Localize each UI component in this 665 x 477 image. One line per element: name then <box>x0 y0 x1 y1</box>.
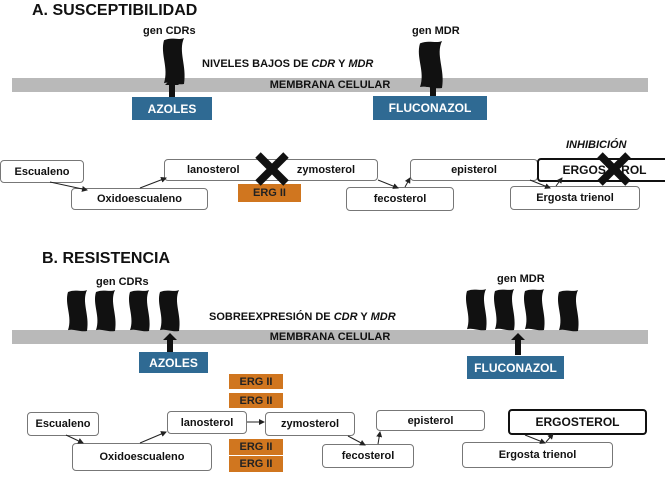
transporter-protein-icon <box>66 290 88 332</box>
erg11-enzyme-b: ERG II <box>229 374 283 389</box>
node-oxidoescualeno-b: Oxidoescualeno <box>72 443 212 471</box>
section-b-title: B. RESISTENCIA <box>42 250 171 267</box>
transporter-protein-icon <box>523 289 545 331</box>
pathway-arrow <box>139 431 167 444</box>
erg11-enzyme-b: ERG II <box>229 456 283 472</box>
gene-cdr-label-b: gen CDRs <box>96 276 149 288</box>
erg11-enzyme-b: ERG II <box>229 439 283 455</box>
expression-text-a: NIVELES BAJOS DE CDR Y MDR <box>202 58 373 70</box>
node-ergosterol-a: ERGOSTEROL <box>537 158 665 182</box>
transporter-protein-icon <box>493 289 515 331</box>
erg11-enzyme-a: ERG II <box>238 184 301 202</box>
gene-cdr-label-a: gen CDRs <box>143 25 196 37</box>
inhibition-label: INHIBICIÓN <box>566 139 627 151</box>
node-lanosterol-a: lanosterol <box>187 164 240 176</box>
mdr-gene-name: MDR <box>370 311 396 323</box>
cell-membrane-a: MEMBRANA CELULAR <box>12 78 648 92</box>
node-zymosterol-a: zymosterol <box>296 164 355 176</box>
node-lanosterol-b: lanosterol <box>167 411 247 434</box>
azoles-box-b: AZOLES <box>139 352 208 373</box>
conjunction: Y <box>357 311 371 323</box>
expression-prefix: SOBREEXPRESIÓN DE <box>209 311 334 323</box>
transporter-protein-icon <box>94 290 116 332</box>
node-oxidoescualeno-a: Oxidoescualeno <box>71 188 208 210</box>
node-zymosterol-b: zymosterol <box>265 412 355 436</box>
pathway-arrow <box>404 177 411 188</box>
transporter-protein-icon <box>128 290 150 332</box>
transporter-protein-icon <box>557 290 579 332</box>
pathway-arrow <box>65 434 84 444</box>
mdr-gene-name: MDR <box>348 58 374 70</box>
fluconazol-box-b: FLUCONAZOL <box>467 356 564 379</box>
node-ergosta-trienol-b: Ergosta trienol <box>462 442 613 468</box>
node-fecosterol-b: fecosterol <box>322 444 414 468</box>
pathway-arrow <box>139 176 167 189</box>
fluconazol-box-a: FLUCONAZOL <box>373 96 487 120</box>
node-lanosterol-zymosterol-a: lanosterol zymosterol <box>164 159 378 181</box>
node-escualeno-b: Escualeno <box>27 412 99 436</box>
cdr-gene-name: CDR <box>333 311 358 323</box>
node-episterol-a: episterol <box>410 159 538 181</box>
node-fecosterol-a: fecosterol <box>346 187 454 211</box>
cdr-gene-name: CDR <box>311 58 336 70</box>
node-escualeno-a: Escualeno <box>0 160 84 183</box>
node-episterol-b: episterol <box>376 410 485 431</box>
pathway-arrow <box>376 431 383 445</box>
expression-text-b: SOBREEXPRESIÓN DE CDR Y MDR <box>209 311 396 323</box>
gene-mdr-label-a: gen MDR <box>412 25 460 37</box>
cell-membrane-b: MEMBRANA CELULAR <box>12 330 648 344</box>
transporter-protein-icon <box>158 290 180 332</box>
expression-prefix: NIVELES BAJOS DE <box>202 58 312 70</box>
section-a-title: A. SUSCEPTIBILIDAD <box>32 2 198 19</box>
conjunction: Y <box>335 58 349 70</box>
gene-mdr-label-b: gen MDR <box>497 273 545 285</box>
node-ergosterol-b: ERGOSTEROL <box>508 409 647 435</box>
pathway-arrow <box>545 433 554 443</box>
erg11-enzyme-b: ERG II <box>229 393 283 408</box>
node-ergosta-trienol-a: Ergosta trienol <box>510 186 640 210</box>
azoles-box-a: AZOLES <box>132 97 212 120</box>
transporter-protein-icon <box>465 289 487 331</box>
